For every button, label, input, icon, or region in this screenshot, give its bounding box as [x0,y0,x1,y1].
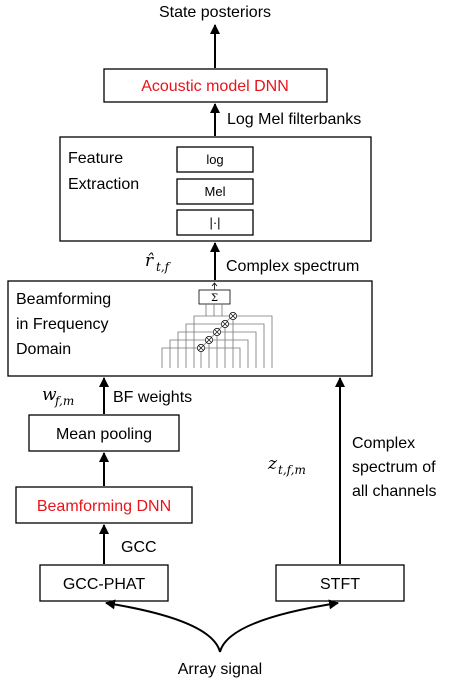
gcc-phat-box [39,564,169,602]
log-box [176,146,254,173]
sum-out-arrowhead [211,282,218,287]
z-subscript: t,f,m [278,463,306,477]
state-posteriors-label: State posteriors [159,4,271,21]
complex-channels-label-2: spectrum of [352,459,436,476]
beamforming-dnn-label: Beamforming DNN [37,498,171,515]
complex-channels-label-1: Complex [352,435,415,452]
mean-pooling-box [28,414,180,452]
feature-extraction-label-1: Feature [68,150,123,167]
channel-line [201,347,241,368]
stft-box [275,564,405,602]
z-symbol: z [267,454,278,474]
channel-line [233,315,273,368]
beamformer-schematic: Σ [161,282,273,368]
gcc-phat-label: GCC-PHAT [63,576,146,593]
acoustic-model-label: Acoustic model DNN [141,78,289,95]
mean-pooling-label: Mean pooling [56,426,152,443]
acoustic-model-box [103,68,328,103]
stft-label: STFT [320,576,360,593]
bf-weights-label: BF weights [113,389,192,406]
channel-line [209,339,249,368]
abs-label: |·| [209,215,220,230]
multiply-node [197,344,205,352]
beamforming-dnn-box [15,486,193,524]
mel-label: Mel [205,184,226,199]
w-symbol: w [42,385,57,405]
channel-line [161,347,201,368]
r-hat-subscript: t,f [156,260,172,274]
sigma-symbol: Σ [211,293,218,304]
multiply-node [213,328,221,336]
w-subscript: f,m [54,394,74,408]
multiply-node [229,312,237,320]
complex-channels-label-3: all channels [352,483,437,500]
bf-fd-label-2: in Frequency [16,316,109,333]
array-signal-label: Array signal [178,661,262,678]
gcc-label: GCC [121,539,157,556]
beamforming-fd-box [7,280,373,377]
multiply-node [221,320,229,328]
feature-extraction-label-2: Extraction [68,176,139,193]
channel-line [217,331,257,368]
mel-box [176,178,254,205]
channel-line [169,339,209,368]
bf-fd-label-3: Domain [16,341,71,358]
array-to-gcc-arrow [105,599,221,653]
multiply-node [205,336,213,344]
channel-line [193,315,233,368]
r-hat-symbol: r̂ [145,251,154,271]
abs-box [176,209,254,236]
channel-line [185,323,225,368]
log-label: log [206,152,223,167]
channel-line [225,323,265,368]
channel-line [177,331,217,368]
array-to-stft-arrow [219,599,339,653]
bf-fd-label-1: Beamforming [16,291,111,308]
complex-spectrum-label: Complex spectrum [226,258,359,275]
log-mel-label: Log Mel filterbanks [227,111,361,128]
